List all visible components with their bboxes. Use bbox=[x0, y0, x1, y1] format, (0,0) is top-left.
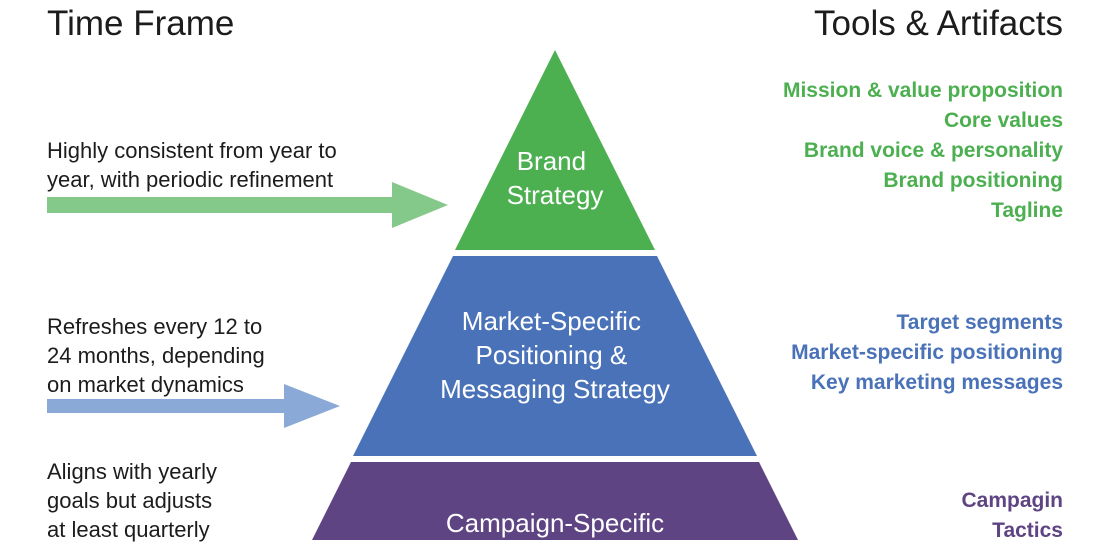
tool-item: Brand voice & personality bbox=[803, 139, 1063, 162]
arrow-brand-strategy bbox=[47, 182, 448, 228]
tier-brand-line-2: Strategy bbox=[507, 180, 604, 210]
tool-item: Tactics bbox=[992, 519, 1063, 542]
tier-brand-line-1: Brand bbox=[517, 146, 586, 176]
tool-item: Tagline bbox=[991, 199, 1063, 222]
tier-market-line-1: Market-Specific bbox=[462, 306, 641, 336]
arrow-market-positioning bbox=[47, 384, 340, 428]
tool-item: Target segments bbox=[896, 311, 1064, 334]
tool-item: Brand positioning bbox=[883, 169, 1063, 192]
tier-brand-strategy bbox=[455, 50, 655, 250]
tools-market-list: Target segments Market-specific position… bbox=[791, 308, 1063, 398]
tier-brand-label: Brand Strategy bbox=[507, 146, 604, 210]
tier-campaign-specific bbox=[312, 462, 798, 540]
tool-item: Mission & value proposition bbox=[782, 79, 1063, 102]
tool-item: Campagin bbox=[961, 489, 1063, 512]
tool-item: Core values bbox=[943, 109, 1063, 132]
time-frame-market: Refreshes every 12 to 24 months, dependi… bbox=[47, 314, 265, 397]
tier-market-label: Market-Specific Positioning & Messaging … bbox=[440, 306, 670, 404]
time-frame-heading: Time Frame bbox=[47, 4, 235, 43]
tier-market-line-3: Messaging Strategy bbox=[440, 374, 670, 404]
tier-campaign-label: Campaign-Specific bbox=[446, 508, 664, 538]
tier-campaign-line-1: Campaign-Specific bbox=[446, 508, 664, 538]
tool-item: Market-specific positioning bbox=[791, 341, 1063, 364]
tier-market-positioning bbox=[353, 256, 757, 456]
tools-artifacts-heading: Tools & Artifacts bbox=[814, 4, 1063, 43]
tools-brand-list: Mission & value proposition Core values … bbox=[783, 76, 1063, 226]
time-frame-brand: Highly consistent from year to year, wit… bbox=[47, 138, 337, 192]
tier-market-line-2: Positioning & bbox=[476, 340, 628, 370]
time-frame-campaign: Aligns with yearly goals but adjusts at … bbox=[47, 459, 217, 542]
tool-item: Key marketing messages bbox=[810, 371, 1063, 394]
tools-campaign-list: Campagin Tactics bbox=[961, 486, 1063, 546]
